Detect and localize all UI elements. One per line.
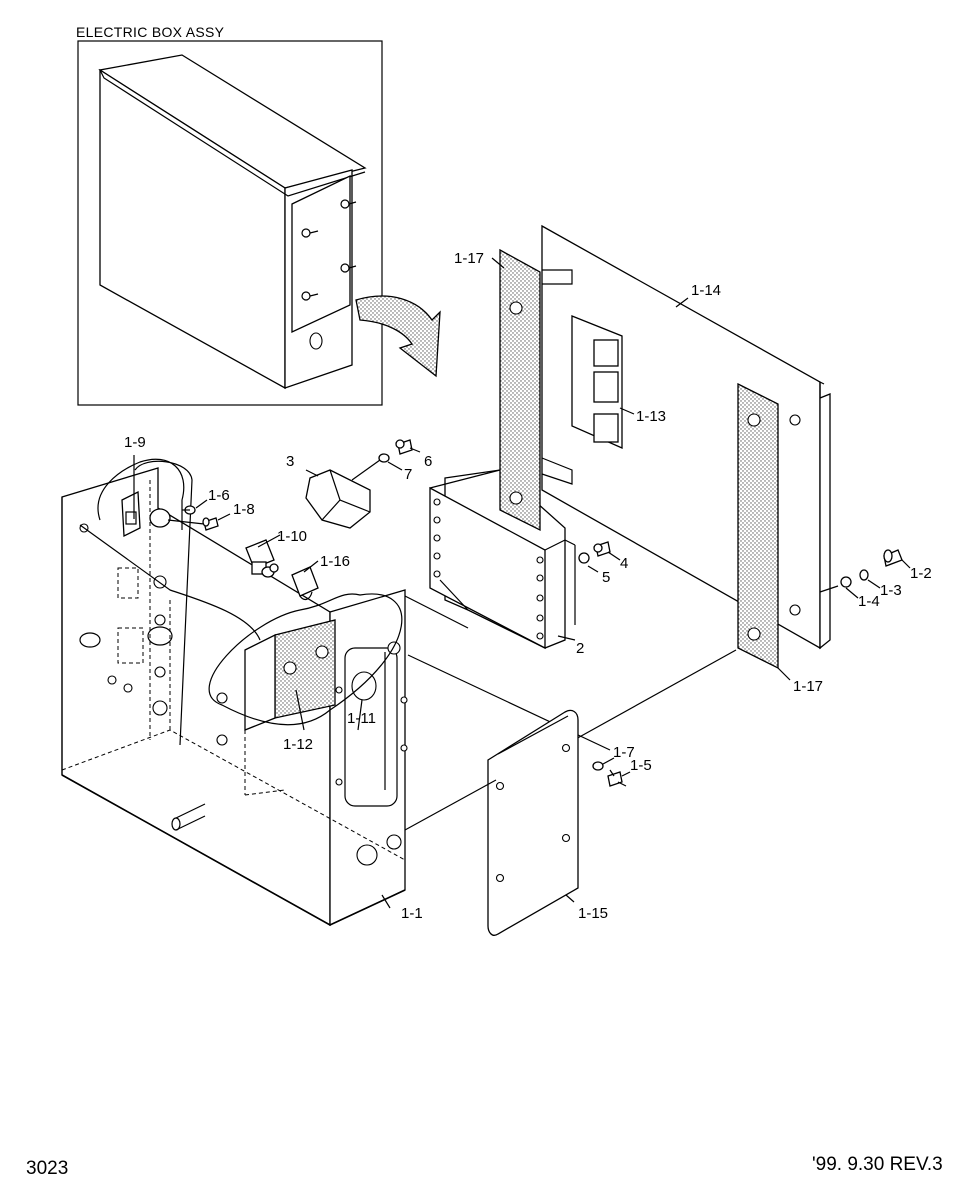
part-1-2-1-3-1-4-fasteners [819,549,911,599]
part-3-cover [305,469,371,529]
inset-box-drawing [98,54,441,390]
page-number: 3023 [26,1158,68,1179]
part-1-15-cover [404,709,579,936]
label-4: 4 [620,555,628,572]
label-3: 3 [286,453,294,470]
label-1-2: 1-2 [910,565,932,582]
label-1-10: 1-10 [277,528,307,545]
label-5: 5 [602,569,610,586]
label-1-11: 1-11 [347,710,376,727]
revision-date: '99. 9.30 REV.3 [812,1154,943,1175]
electric-box-body [61,458,408,927]
label-1-3: 1-3 [880,582,902,599]
label-1-17-bottom: 1-17 [793,678,823,695]
label-1-6: 1-6 [208,487,230,504]
part-2-module [404,469,576,650]
part-1-17-strips [407,248,791,751]
part-4-5-fasteners [578,541,621,573]
inset-electric-box-assy: ELECTRIC BOX ASSY [76,24,441,406]
part-1-6-1-8-fasteners [167,499,231,531]
part-1-16-clip [291,560,319,601]
label-1-7: 1-7 [613,744,635,761]
label-1-5: 1-5 [630,757,652,774]
label-2: 2 [576,640,584,657]
leader-lines [295,297,689,909]
label-1-8: 1-8 [233,501,255,518]
part-6-7-fasteners [351,439,421,481]
inset-title: ELECTRIC BOX ASSY [76,24,225,40]
part-1-14-plate [541,224,831,650]
label-6: 6 [424,453,432,470]
label-1-16: 1-16 [320,553,350,570]
inset-frame [77,40,383,406]
label-7: 7 [404,466,412,483]
label-1-15: 1-15 [578,905,608,922]
label-1-17-top: 1-17 [454,250,484,267]
label-1-12: 1-12 [283,736,313,753]
label-1-14: 1-14 [691,282,721,299]
part-1-9-relay [121,455,171,538]
label-1-9: 1-9 [124,434,146,451]
part-1-10-switch [245,534,281,578]
part-1-5-1-7-fasteners [592,757,631,787]
label-1-1: 1-1 [401,905,423,922]
label-1-13: 1-13 [636,408,666,425]
label-1-4: 1-4 [858,593,880,610]
